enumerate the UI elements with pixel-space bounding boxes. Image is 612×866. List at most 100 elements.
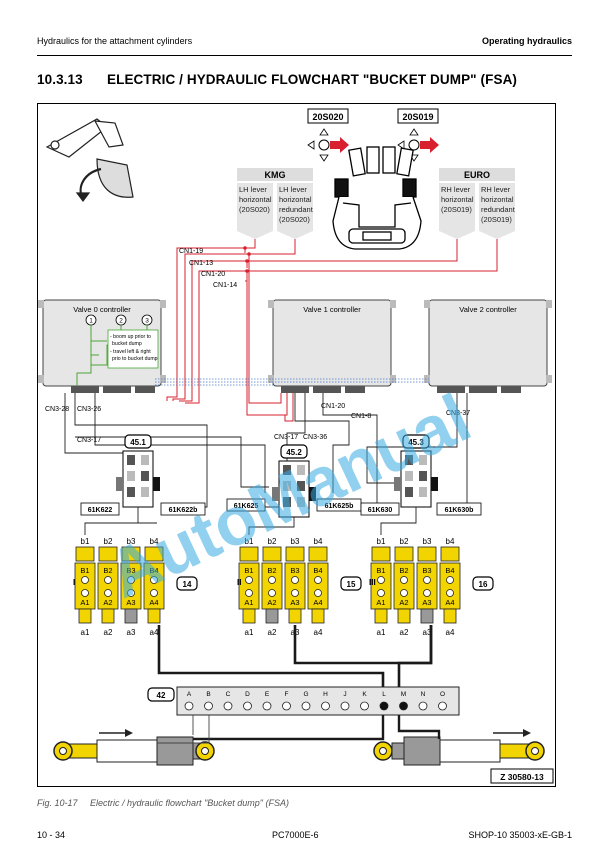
valve-spool-label: A1 bbox=[244, 598, 253, 607]
connector-label: CN3-17 bbox=[77, 437, 101, 444]
direction-cross-icon bbox=[397, 128, 439, 162]
valve-port-circle bbox=[423, 576, 431, 584]
valve-port-circle bbox=[245, 589, 253, 597]
valve-port-label: b4 bbox=[314, 537, 323, 546]
valve-port-label: a3 bbox=[127, 628, 136, 637]
valve-spool-label: B1 bbox=[80, 566, 89, 575]
distributor-port-label: N bbox=[421, 691, 426, 698]
valve-spool-label: B2 bbox=[399, 566, 408, 575]
euro-lever1-line: RH lever bbox=[441, 185, 471, 194]
euro-title: EURO bbox=[464, 170, 490, 180]
valve-port bbox=[242, 608, 256, 624]
joystick-seat-icon bbox=[332, 146, 422, 250]
valve-port-label: b1 bbox=[245, 537, 254, 546]
valve-spool-label: A2 bbox=[267, 598, 276, 607]
valve-port bbox=[288, 608, 302, 624]
valve-port-circle bbox=[291, 576, 299, 584]
header-right: Operating hydraulics bbox=[481, 36, 572, 46]
euro-lever1-line: horizontal bbox=[441, 195, 474, 204]
valve-block-number: 14 bbox=[183, 580, 192, 589]
valve-port bbox=[374, 608, 388, 624]
cable-label: CN1-20 bbox=[201, 271, 225, 278]
distributor-port-label: G bbox=[303, 691, 308, 698]
distributor-number: 42 bbox=[157, 691, 166, 700]
euro-lever2-line: RH lever bbox=[481, 185, 511, 194]
valve-port bbox=[262, 546, 282, 562]
solenoid-label: 61K630b bbox=[445, 507, 474, 514]
valve-roman-numeral: II bbox=[237, 578, 241, 587]
kmg-title: KMG bbox=[265, 170, 286, 180]
valve-port bbox=[440, 546, 460, 562]
valve-port-label: b3 bbox=[423, 537, 432, 546]
valve-port-circle bbox=[423, 589, 431, 597]
valve-port-circle bbox=[104, 589, 112, 597]
valve-spool-label: A2 bbox=[399, 598, 408, 607]
solenoid-label: 61K622 bbox=[88, 507, 113, 514]
kmg-lever2-line: redundant bbox=[279, 205, 314, 214]
valve-spool-label: A4 bbox=[149, 598, 158, 607]
valve-port bbox=[75, 546, 95, 562]
valve-port-circle bbox=[446, 576, 454, 584]
valve-spool-label: A2 bbox=[103, 598, 112, 607]
valve2-controller: Valve 2 controller bbox=[424, 299, 552, 393]
valve1-controller-label: Valve 1 controller bbox=[303, 305, 361, 314]
valve-port bbox=[121, 546, 141, 562]
valve-port-label: a1 bbox=[245, 628, 254, 637]
drawing-number: Z 30580-13 bbox=[500, 772, 544, 782]
connector-label: CN3-28 bbox=[45, 406, 69, 413]
switch-label-left: 20S020 bbox=[312, 112, 343, 122]
kmg-lever1-line: (20S020) bbox=[239, 205, 270, 214]
distributor-port bbox=[399, 701, 408, 711]
valve-port bbox=[417, 546, 437, 562]
valve-port-label: a4 bbox=[314, 628, 323, 637]
valve-port bbox=[394, 546, 414, 562]
solenoid-block-number: 45.2 bbox=[286, 448, 302, 457]
valve-port-circle bbox=[314, 589, 322, 597]
valve-port-label: a4 bbox=[446, 628, 455, 637]
condition-marker: 2 bbox=[119, 318, 123, 325]
distributor-port-label: E bbox=[265, 691, 270, 698]
valve-spool-label: A3 bbox=[422, 598, 431, 607]
kmg-lever2-line: (20S020) bbox=[279, 215, 310, 224]
valve-port-circle bbox=[127, 576, 135, 584]
valve-port-circle bbox=[446, 589, 454, 597]
connector-label: CN3-36 bbox=[303, 434, 327, 441]
header-rule bbox=[37, 55, 572, 56]
valve-block-badge bbox=[340, 576, 362, 591]
distributor-port-label: B bbox=[206, 691, 210, 698]
condition-marker: 1 bbox=[89, 318, 93, 325]
valve-port-label: b2 bbox=[400, 537, 409, 546]
euro-lever2-line: (20S019) bbox=[481, 215, 512, 224]
valve-port-circle bbox=[268, 576, 276, 584]
kmg-lever1-line: LH lever bbox=[239, 185, 267, 194]
valve-port bbox=[420, 608, 434, 624]
valve-port bbox=[124, 608, 138, 624]
valve-port-circle bbox=[150, 576, 158, 584]
euro-lever2-line: redundant bbox=[481, 205, 516, 214]
valve-block-number: 16 bbox=[479, 580, 488, 589]
distributor-port bbox=[321, 701, 330, 711]
valve-port-label: a3 bbox=[423, 628, 432, 637]
valve-port-label: b4 bbox=[150, 537, 159, 546]
condition-text: bucket dump bbox=[112, 341, 142, 347]
signal-lines bbox=[166, 239, 498, 422]
solenoid-block-45-3: 45.3 61K630 61K630b bbox=[360, 434, 482, 516]
valve-port bbox=[308, 546, 328, 562]
condition-text: prio to bucket dump bbox=[112, 356, 158, 362]
connector-label: CN3-17 bbox=[274, 434, 298, 441]
valve-spool-label: A4 bbox=[445, 598, 454, 607]
valve-port-circle bbox=[291, 589, 299, 597]
solenoid-label: 61K622b bbox=[169, 507, 198, 514]
footer-model: PC7000E-6 bbox=[272, 830, 319, 840]
valve-port-circle bbox=[127, 589, 135, 597]
distributor-port-label: C bbox=[226, 691, 231, 698]
connector-label: CN1-20 bbox=[321, 403, 345, 410]
distributor-port bbox=[438, 701, 447, 711]
distributor-port bbox=[360, 701, 369, 711]
valve-port-circle bbox=[400, 576, 408, 584]
